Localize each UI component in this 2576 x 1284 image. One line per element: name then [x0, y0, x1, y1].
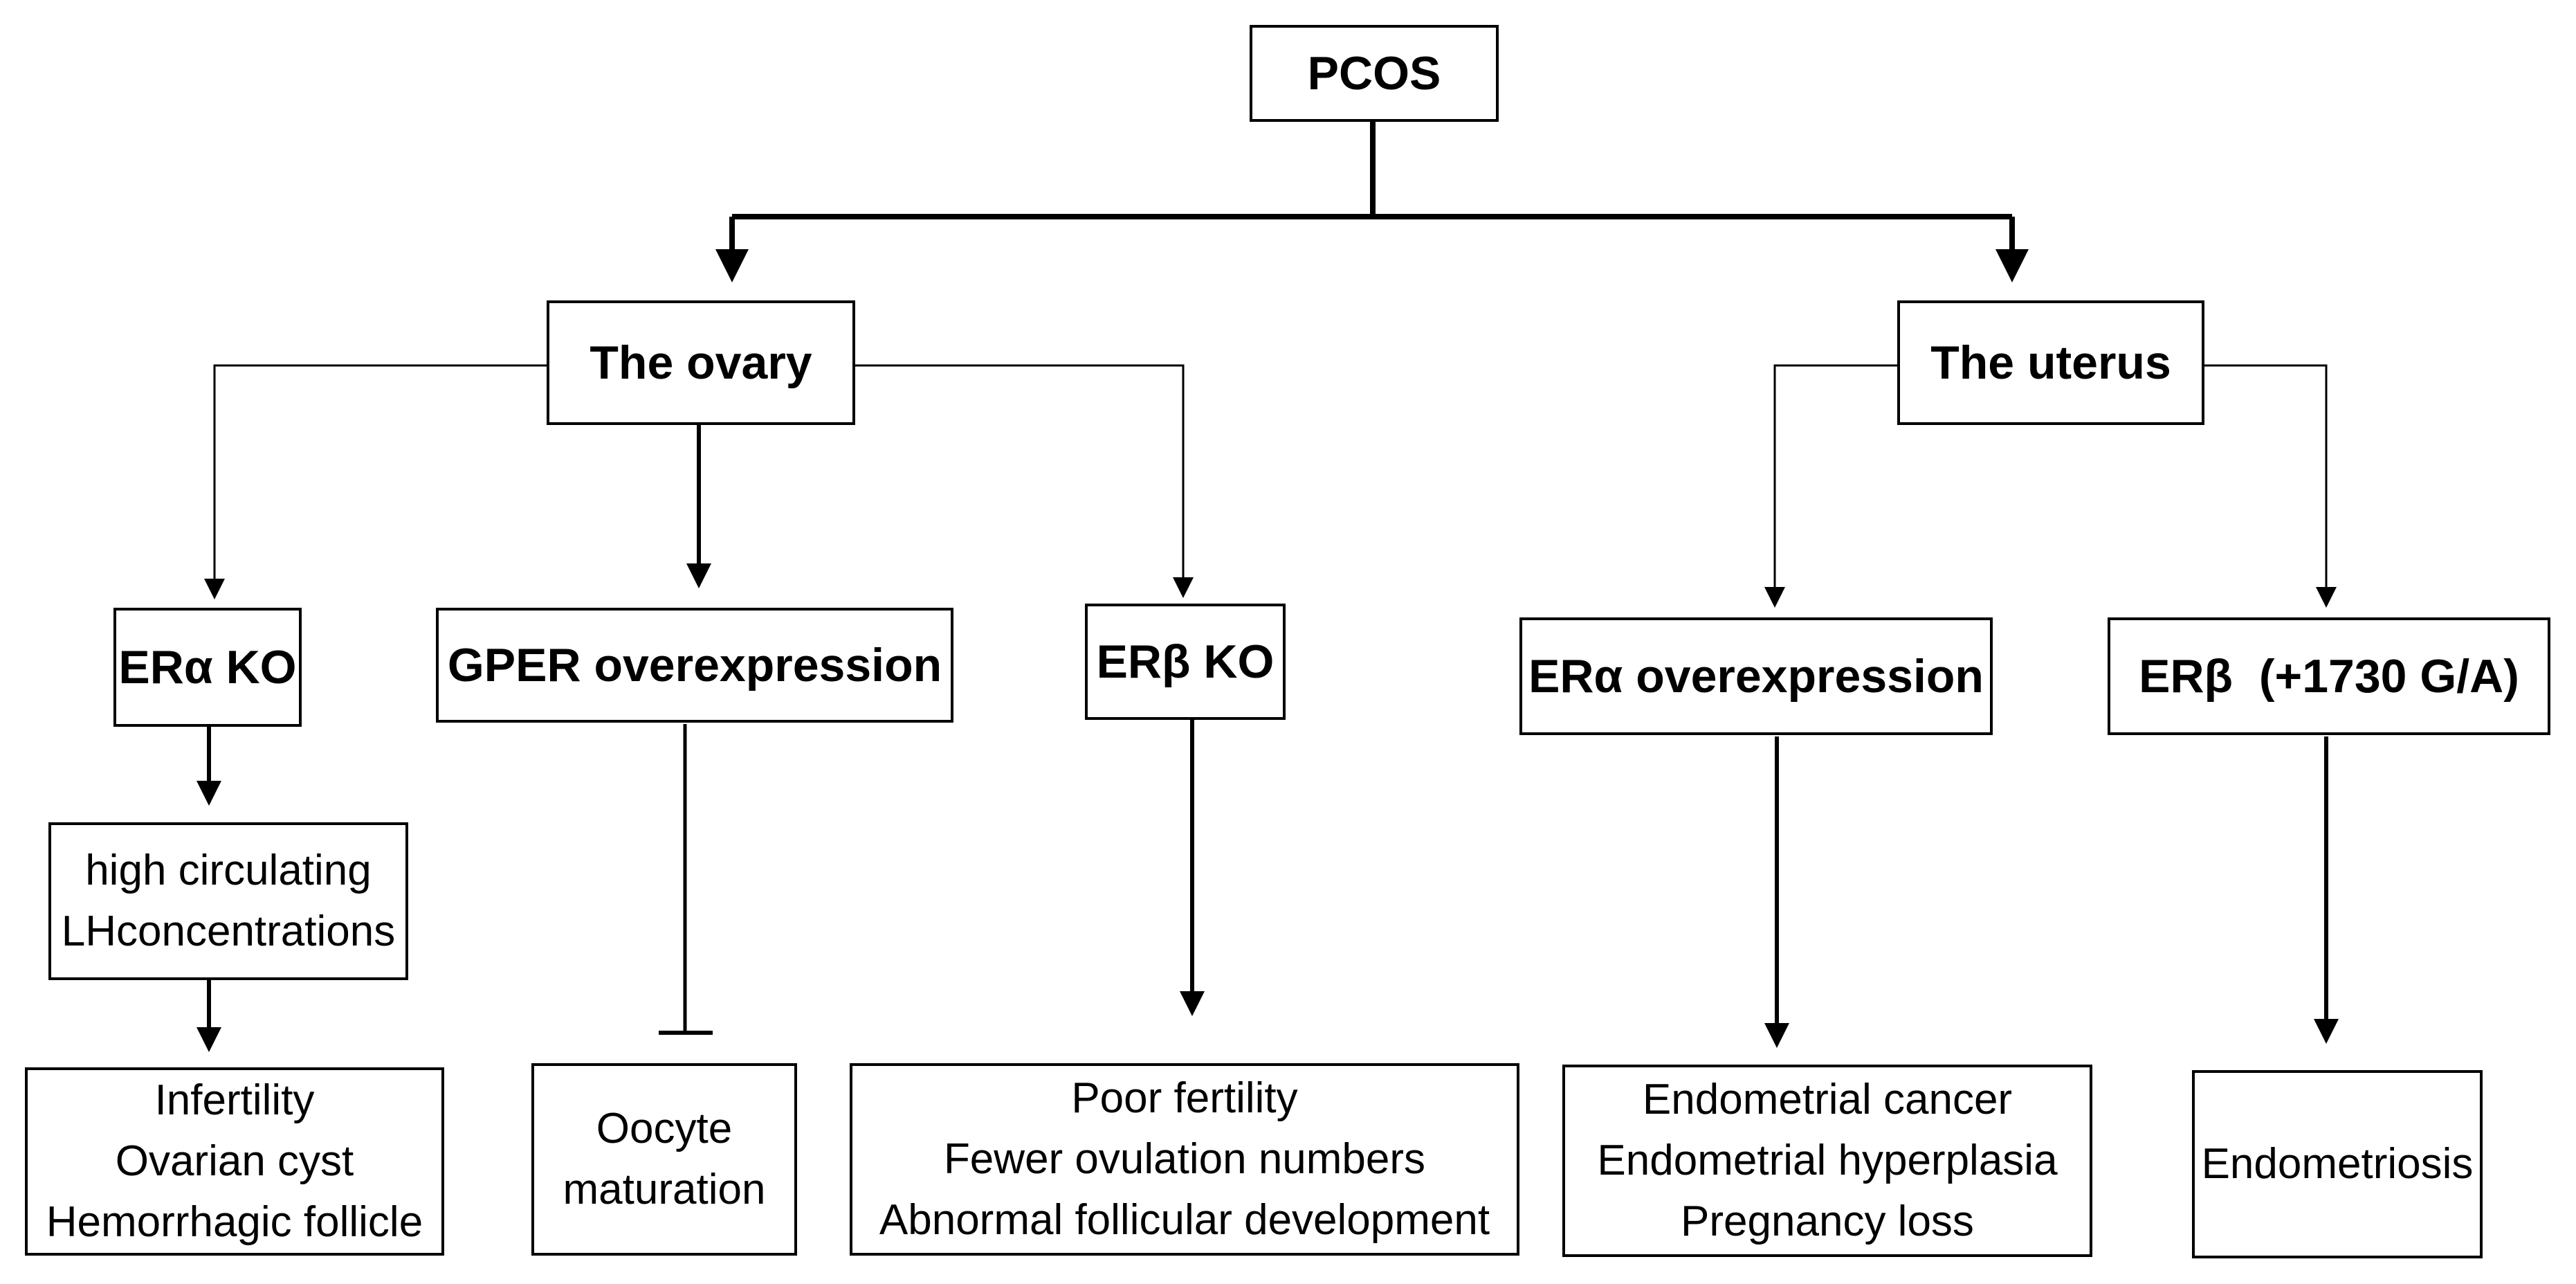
node-ovary-label: The ovary [590, 336, 812, 389]
node-erb-ko-label: ERβ KO [1096, 635, 1275, 688]
outcome-fewer-ovulation: Fewer ovulation numbers [943, 1134, 1426, 1183]
outcome-endometrial-cancer: Endometrial cancer [1642, 1075, 2013, 1123]
node-uterus: The uterus [1897, 300, 2204, 425]
outcome-ovarian-cyst: Ovarian cyst [115, 1137, 354, 1185]
lh-line-1: high circulating [85, 846, 372, 894]
node-pcos: PCOS [1250, 25, 1499, 122]
arrow-uterus-to-erb-var [2204, 364, 2337, 608]
node-era-ko-outcomes: Infertility Ovarian cyst Hemorrhagic fol… [25, 1067, 444, 1256]
node-erb-ko: ERβ KO [1085, 604, 1286, 720]
node-gper-overexpression: GPER overexpression [436, 608, 953, 723]
outcome-hemorrhagic-follicle: Hemorrhagic follicle [46, 1198, 423, 1247]
node-oocyte-maturation: Oocyte maturation [531, 1063, 797, 1256]
arrow-uterus-to-era-over [1764, 364, 1897, 608]
node-lh-concentrations: high circulating LHconcentrations [48, 822, 408, 980]
node-uterus-label: The uterus [1930, 336, 2171, 389]
node-ovary: The ovary [547, 300, 855, 425]
outcome-poor-fertility: Poor fertility [1071, 1074, 1298, 1122]
outcome-abnormal-follicular: Abnormal follicular development [879, 1196, 1490, 1245]
node-gper-label: GPER overexpression [447, 638, 942, 691]
node-era-over-outcomes: Endometrial cancer Endometrial hyperplas… [1562, 1065, 2092, 1257]
node-erb-variant: ERβ (+1730 G/A) [2108, 617, 2550, 735]
node-erb-variant-label: ERβ (+1730 G/A) [2139, 649, 2519, 703]
node-era-ko: ERα KO [113, 608, 302, 727]
arrow-ovary-to-era-ko [204, 364, 547, 599]
lh-line-2: LHconcentrations [61, 907, 396, 955]
oocyte-line-2: maturation [563, 1166, 766, 1213]
oocyte-line-1: Oocyte [596, 1104, 733, 1152]
node-era-ko-label: ERα KO [118, 640, 297, 694]
node-pcos-label: PCOS [1307, 46, 1441, 100]
outcome-pregnancy-loss: Pregnancy loss [1681, 1197, 1974, 1246]
node-erb-ko-outcomes: Poor fertility Fewer ovulation numbers A… [850, 1063, 1519, 1256]
arrow-ovary-to-erb-ko [855, 364, 1194, 598]
outcome-endometrial-hyperplasia: Endometrial hyperplasia [1597, 1136, 2058, 1184]
node-era-over-label: ERα overexpression [1528, 649, 1984, 703]
node-endometriosis: Endometriosis [2192, 1070, 2483, 1258]
outcome-infertility: Infertility [154, 1076, 315, 1124]
outcome-endometriosis: Endometriosis [2201, 1139, 2474, 1188]
node-era-overexpression: ERα overexpression [1519, 617, 1993, 735]
